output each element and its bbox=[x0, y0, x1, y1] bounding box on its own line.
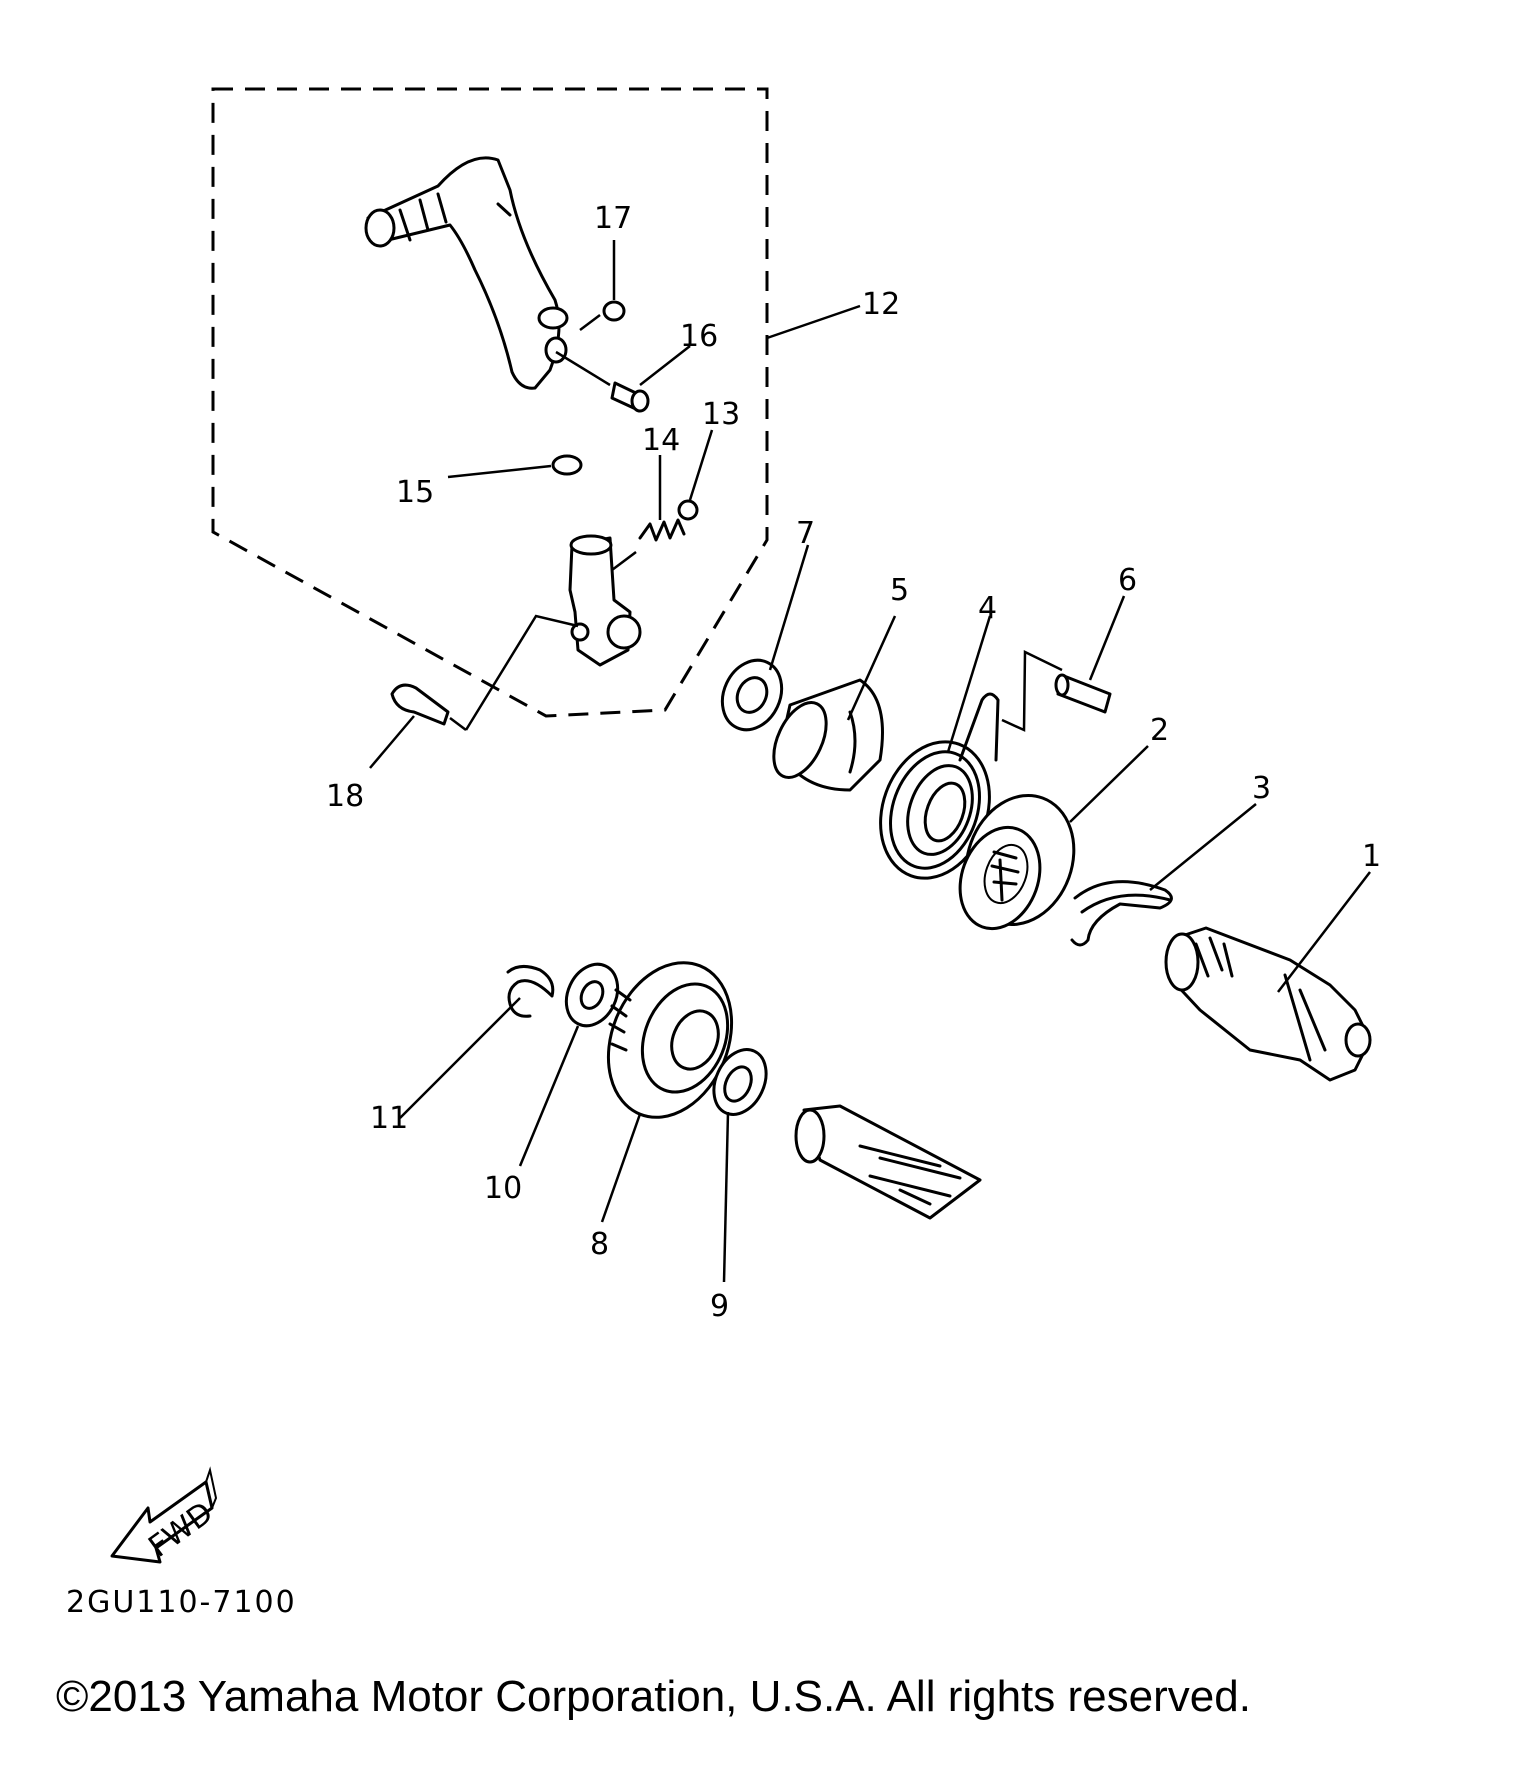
part-17-clip bbox=[579, 240, 626, 331]
callout-18: 18 bbox=[326, 779, 364, 814]
part-15-o-ring bbox=[447, 454, 583, 479]
part-4-torsion-spring bbox=[879, 615, 1000, 880]
callout-11: 11 bbox=[370, 1101, 408, 1136]
part-9-washer bbox=[712, 1048, 768, 1283]
callout-17: 17 bbox=[594, 201, 632, 236]
callout-16: 16 bbox=[680, 319, 718, 354]
callout-6: 6 bbox=[1118, 563, 1137, 598]
part-2-ratchet bbox=[958, 745, 1149, 931]
callout-13: 13 bbox=[702, 397, 740, 432]
assembly-boundary-dashed bbox=[211, 87, 769, 718]
callout-3: 3 bbox=[1252, 771, 1271, 806]
part-11-circlip bbox=[399, 965, 555, 1119]
part-10-washer bbox=[518, 962, 620, 1167]
part-6-pin bbox=[1001, 595, 1126, 732]
callout-4: 4 bbox=[978, 591, 997, 626]
callout-15: 15 bbox=[396, 475, 434, 510]
part-14-spring bbox=[638, 455, 686, 542]
callout-5: 5 bbox=[890, 573, 909, 608]
kick-boss bbox=[568, 534, 642, 667]
callout-9: 9 bbox=[710, 1289, 729, 1324]
part-5-spring-cover bbox=[772, 615, 897, 792]
callout-8: 8 bbox=[590, 1227, 609, 1262]
part-16-bolt bbox=[555, 345, 691, 413]
part-3-clip bbox=[1070, 803, 1257, 947]
copyright-notice: ©2013 Yamaha Motor Corporation, U.S.A. A… bbox=[56, 1672, 1251, 1721]
callout-10: 10 bbox=[484, 1171, 522, 1206]
diagram-code: 2GU110-7100 bbox=[66, 1585, 297, 1620]
part-8-idle-gear bbox=[600, 961, 734, 1223]
callout-12: 12 bbox=[862, 287, 900, 322]
callout-1: 1 bbox=[1362, 839, 1381, 874]
main-shaft bbox=[794, 1104, 982, 1220]
part-7-seal bbox=[720, 544, 810, 732]
part-1-kick-axle bbox=[1164, 871, 1372, 1082]
callout-14: 14 bbox=[642, 423, 680, 458]
kick-crank-lever bbox=[364, 156, 569, 390]
part-13-ball bbox=[677, 429, 714, 521]
leader-12 bbox=[766, 304, 861, 340]
callout-2: 2 bbox=[1150, 713, 1169, 748]
part-18-bolt bbox=[369, 614, 579, 769]
callout-7: 7 bbox=[796, 516, 815, 551]
fwd-arrow-icon: FWD bbox=[110, 1466, 220, 1565]
